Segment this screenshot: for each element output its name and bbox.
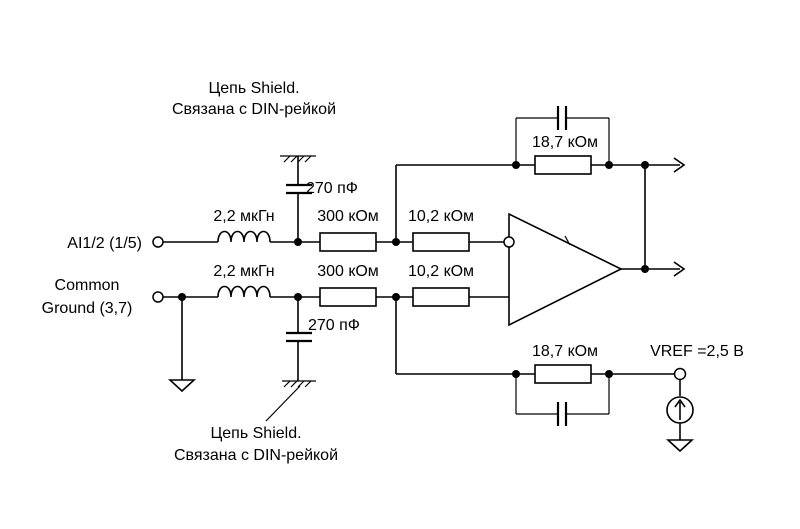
inductor-top — [217, 230, 271, 243]
r300-bottom-label: 300 кОм — [317, 263, 379, 280]
cap-top-label: 270 пФ — [306, 180, 358, 197]
shield-cap-bottom — [265, 297, 316, 422]
opamp-inverting-input — [503, 236, 515, 248]
input-common-label-2: Ground (3,7) — [42, 300, 133, 317]
feedback-top — [395, 106, 686, 242]
ground-symbol-left — [167, 297, 197, 393]
rfb-bottom-label: 18,7 кОм — [532, 343, 598, 360]
resistor-18k7-top — [534, 155, 592, 175]
cap-bottom-label: 270 пФ — [308, 317, 360, 334]
shield-cap-top — [280, 155, 316, 242]
junction-dots — [178, 161, 649, 378]
resistor-10k2-bottom — [412, 287, 470, 307]
r102-bottom-label: 10,2 кОм — [408, 263, 474, 280]
resistor-300k-top — [319, 232, 377, 252]
ground-symbol-right — [665, 439, 695, 453]
inductor-bottom-label: 2,2 мкГн — [213, 263, 274, 280]
shield-top-label-2: Связана с DIN-рейкой — [172, 101, 336, 118]
terminal-ai — [152, 236, 164, 248]
shield-top-label-1: Цепь Shield. — [208, 80, 299, 97]
top-signal-line — [163, 230, 504, 252]
input-common-label-1: Common — [55, 277, 120, 294]
resistor-18k7-bottom — [534, 364, 592, 384]
r300-top-label: 300 кОм — [317, 208, 379, 225]
shield-bottom-label-1: Цепь Shield. — [210, 425, 301, 442]
terminal-vref — [673, 367, 687, 381]
bottom-signal-line — [163, 285, 509, 307]
rfb-top-label: 18,7 кОм — [532, 134, 598, 151]
shield-bottom-label-2: Связана с DIN-рейкой — [174, 447, 338, 464]
resistor-300k-bottom — [319, 287, 377, 307]
inductor-top-label: 2,2 мкГн — [213, 208, 274, 225]
feedback-bottom — [395, 297, 695, 453]
terminal-common — [152, 291, 164, 303]
r102-top-label: 10,2 кОм — [408, 208, 474, 225]
op-amp — [508, 165, 686, 327]
inductor-bottom — [217, 285, 271, 298]
resistor-10k2-top — [412, 232, 470, 252]
vref-label: VREF =2,5 В — [650, 343, 744, 360]
input-ai-label: AI1/2 (1/5) — [67, 235, 142, 252]
